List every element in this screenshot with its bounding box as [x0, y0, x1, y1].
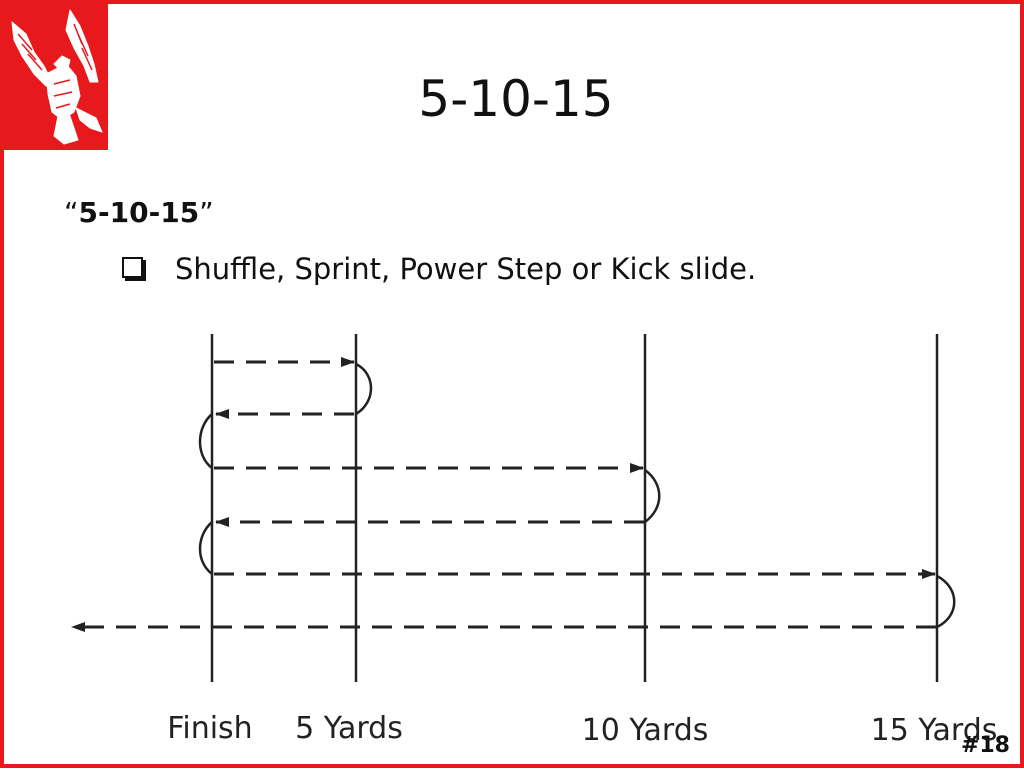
open-quote: “: [64, 196, 79, 229]
close-quote: ”: [199, 196, 214, 229]
slide-title: 5-10-15: [418, 70, 614, 128]
turn-15-yards: [936, 574, 956, 629]
bullet-text: Shuffle, Sprint, Power Step or Kick slid…: [175, 252, 757, 286]
drill-diagram: Finish 5 Yards 10 Yards 15 Yards: [71, 334, 998, 748]
subtitle-text: 5-10-15: [78, 196, 200, 229]
label-15-yards: 15 Yards: [871, 713, 998, 748]
subtitle: “5-10-15”: [64, 196, 214, 229]
turn-5-yards: [355, 362, 373, 416]
turn-finish-2: [198, 521, 213, 575]
label-finish: Finish: [167, 711, 252, 746]
slide-number: #18: [960, 733, 1010, 758]
logo: [4, 4, 108, 150]
label-10-yards: 10 Yards: [582, 713, 709, 748]
label-5-yards: 5 Yards: [295, 711, 403, 746]
eagle-icon: [4, 4, 108, 150]
bullet-item: Shuffle, Sprint, Power Step or Kick slid…: [122, 252, 756, 286]
turn-10-yards: [644, 468, 661, 524]
turn-finish-1: [198, 413, 213, 469]
checkbox-bullet-icon: [122, 256, 143, 278]
